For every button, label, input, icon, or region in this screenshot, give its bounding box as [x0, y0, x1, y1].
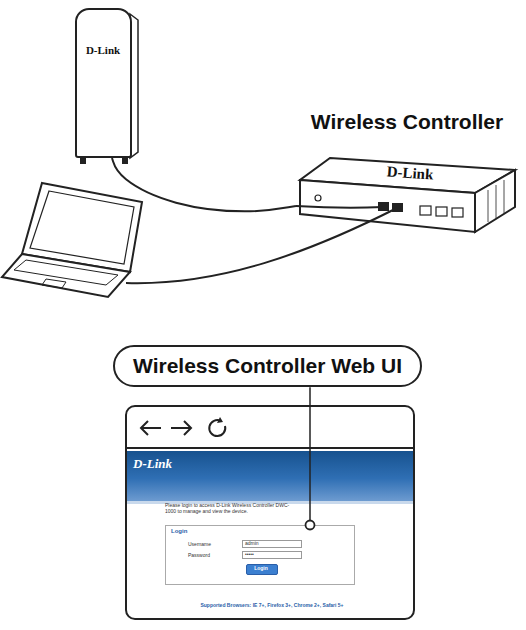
login-panel: LoginLoginUsernameadminPassword•••••: [165, 525, 355, 585]
field-value: admin: [245, 541, 295, 547]
text-slot: Login: [247, 566, 275, 572]
text-slot: Wireless Controller: [300, 110, 514, 134]
wireless-controller: Wireless ControllerD-Link: [296, 108, 518, 242]
browser-support-note: Supported Browsers: IE 7+, Firefox 3+, C…: [165, 603, 379, 609]
laptop-cable: [126, 208, 397, 283]
laptop-touchpad: [42, 279, 66, 288]
laptop-keyboard: [14, 260, 118, 285]
callout-text: Wireless Controller Web UI: [133, 354, 402, 378]
text-slot: Supported Browsers: IE 7+, Firefox 3+, C…: [165, 603, 379, 609]
text-slot: admin: [245, 541, 295, 547]
cable-plug: [296, 206, 383, 208]
laptop-base: [2, 254, 130, 297]
controller-side: [475, 170, 515, 232]
browser-nav-icons: [135, 411, 245, 445]
leader-line: [309, 387, 311, 525]
panel-heading: Login: [171, 528, 211, 535]
back-arrow: [141, 421, 161, 435]
login-button: Login: [246, 564, 278, 575]
browser-window: LoginLoginUsernameadminPassword•••••D-Li…: [125, 405, 415, 620]
controller-vent: [504, 180, 505, 213]
access-point-foot: [80, 157, 86, 164]
device-heading: Wireless Controller: [300, 110, 514, 134]
text-slot: •••••: [245, 552, 295, 558]
leader-dot: [306, 521, 315, 530]
text-slot: Wireless Controller Web UI: [133, 354, 402, 378]
brand-logo: D-Link: [77, 44, 129, 57]
ethernet-port: [452, 208, 463, 217]
controller-vent: [496, 185, 497, 218]
ethernet-port: [420, 206, 431, 215]
access-point: D-Link: [75, 8, 132, 158]
power-button: [315, 195, 321, 201]
access-point-foot: [122, 157, 128, 164]
browser-toolbar-divider: [127, 447, 413, 449]
button-label: Login: [247, 566, 275, 572]
ethernet-port: [436, 207, 447, 216]
forward-arrow: [171, 421, 191, 435]
brand-logo: D-Link: [360, 162, 461, 186]
reload-icon-head: [217, 417, 223, 423]
text-slot: Login: [171, 528, 211, 535]
controller-vent: [488, 190, 489, 222]
field-label: Password: [188, 553, 238, 559]
text-slot: Please login to access D-Link Wireless C…: [165, 503, 295, 515]
field-label: Username: [188, 542, 238, 548]
login-instruction: Please login to access D-Link Wireless C…: [165, 503, 295, 515]
callout-pill: Wireless Controller Web UI: [113, 345, 422, 387]
text-slot: Password: [188, 553, 238, 559]
text-slot: D-Link: [77, 44, 129, 57]
text-slot: Username: [188, 542, 238, 548]
web-logo: D-Link: [133, 457, 213, 472]
field-value: •••••: [245, 552, 295, 558]
controller-front: [300, 180, 475, 232]
text-slot: D-Link: [360, 165, 460, 182]
text-slot: D-Link: [133, 457, 213, 472]
network-cable: [112, 158, 296, 211]
laptop-screen: [30, 191, 134, 264]
